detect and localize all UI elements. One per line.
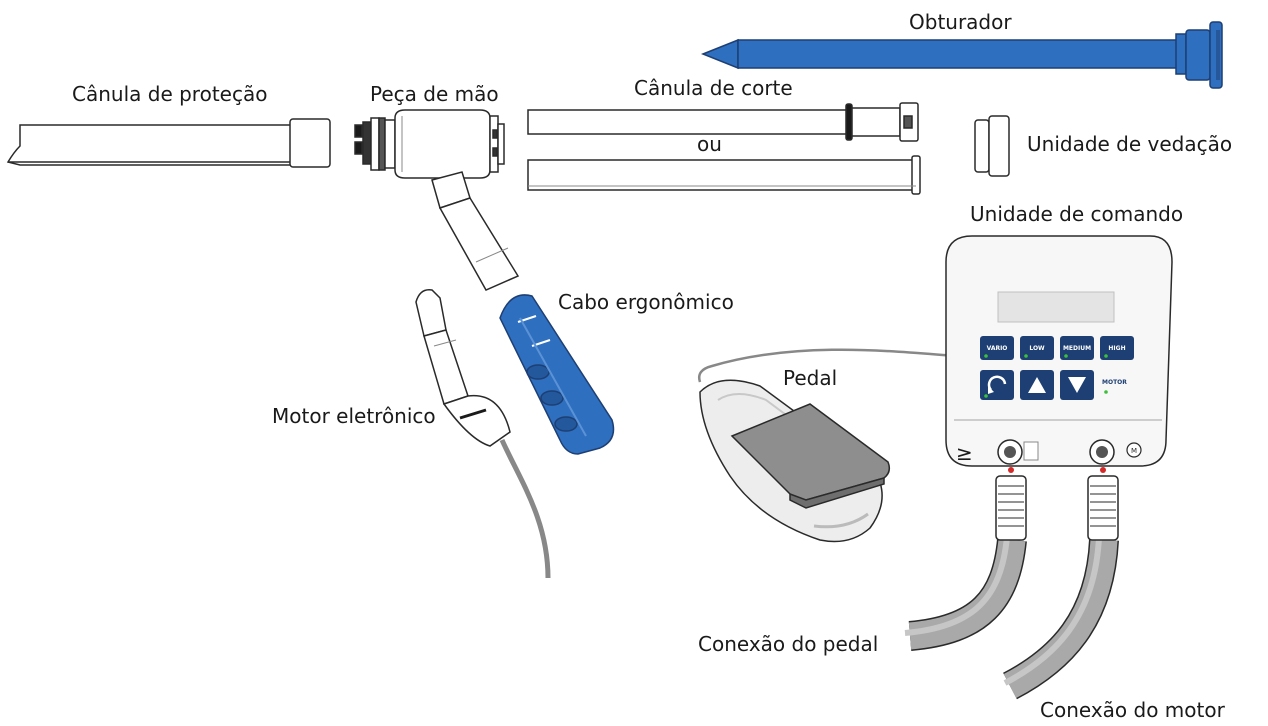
key-high[interactable]	[1100, 336, 1134, 360]
patient-symbol-icon	[1023, 441, 1039, 461]
key-low-label: LOW	[1029, 345, 1045, 352]
key-medium[interactable]	[1060, 336, 1094, 360]
motor-indicator-label: MOTOR	[1102, 379, 1127, 386]
reverse-arrow-icon	[987, 375, 1007, 391]
canula-protecao-illustration	[6, 118, 331, 168]
label-obturador: Obturador	[909, 10, 1012, 34]
obturador-illustration	[700, 21, 1223, 89]
label-conexao-pedal: Conexão do pedal	[698, 632, 879, 656]
label-canula-protecao: Cânula de proteção	[72, 82, 268, 106]
class-symbol-icon: ≥	[956, 441, 973, 465]
key-low[interactable]	[1020, 336, 1054, 360]
label-conexao-motor: Conexão do motor	[1040, 698, 1225, 722]
label-canula-de-corte: Cânula de corte	[634, 76, 793, 100]
pedal-illustration	[698, 348, 957, 543]
label-pedal: Pedal	[783, 366, 838, 390]
label-unidade-vedacao: Unidade de vedação	[1027, 132, 1233, 156]
unidade-vedacao-illustration	[974, 115, 1010, 177]
key-vario[interactable]	[980, 336, 1014, 360]
key-medium-label: MEDIUM	[1063, 345, 1091, 352]
motor-symbol-icon	[1126, 442, 1142, 458]
conexao-pedal-cable	[904, 467, 1027, 651]
key-vario-label: VARIO	[987, 345, 1008, 352]
canula-de-corte-illustration	[527, 102, 921, 195]
conexao-motor-cable	[1002, 467, 1119, 700]
label-ou: ou	[697, 132, 722, 156]
control-keys: VARIO LOW MEDIUM HIGH MOTOR	[980, 336, 1134, 400]
motor-eletronico-illustration	[415, 289, 551, 579]
label-peca-de-mao: Peça de mão	[370, 82, 499, 106]
key-high-label: HIGH	[1108, 345, 1125, 352]
label-unidade-comando: Unidade de comando	[970, 202, 1184, 226]
unidade-comando-illustration: VARIO LOW MEDIUM HIGH MOTOR ≥ M	[945, 235, 1173, 467]
label-cabo-ergonomico: Cabo ergonômico	[558, 290, 734, 314]
motor-symbol-letter: M	[1131, 447, 1137, 455]
triangle-up-icon	[1028, 377, 1046, 393]
triangle-down-icon	[1068, 377, 1086, 393]
peca-de-mao-illustration	[354, 109, 520, 291]
label-motor-eletronico: Motor eletrônico	[272, 404, 436, 428]
cabo-ergonomico-illustration	[499, 294, 615, 455]
